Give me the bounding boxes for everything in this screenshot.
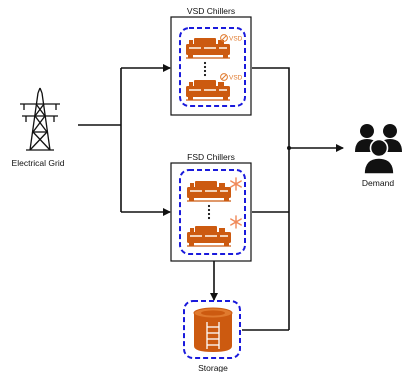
chiller-icon — [185, 79, 231, 101]
storage-dashed-group — [183, 300, 241, 359]
fsd-dashed-group — [179, 169, 246, 255]
fsd-chillers-title: FSD Chillers — [187, 152, 235, 162]
ellipsis-dots — [203, 61, 207, 77]
transmission-tower-icon — [20, 87, 60, 151]
vsd-badge-text: VSD — [229, 36, 243, 43]
chiller-icon — [186, 225, 232, 247]
chiller-icon — [186, 180, 232, 202]
grid-label: Electrical Grid — [12, 158, 65, 168]
storage-tank-icon — [193, 307, 233, 352]
vsd-chillers-title: VSD Chillers — [187, 6, 235, 16]
ellipsis-dots — [207, 204, 211, 220]
people-icon — [355, 124, 402, 175]
storage-label: Storage — [198, 363, 228, 372]
junction-dot — [287, 146, 291, 150]
vsd-badge-icon: VSD — [220, 73, 243, 82]
vsd-chillers-box — [170, 16, 252, 116]
connector-lines — [78, 64, 344, 331]
vsd-dashed-group — [179, 27, 246, 107]
vsd-badge-text: VSD — [229, 75, 243, 82]
vsd-badge-icon: VSD — [220, 34, 243, 43]
demand-label: Demand — [362, 178, 394, 188]
fsd-chillers-box — [170, 162, 252, 262]
